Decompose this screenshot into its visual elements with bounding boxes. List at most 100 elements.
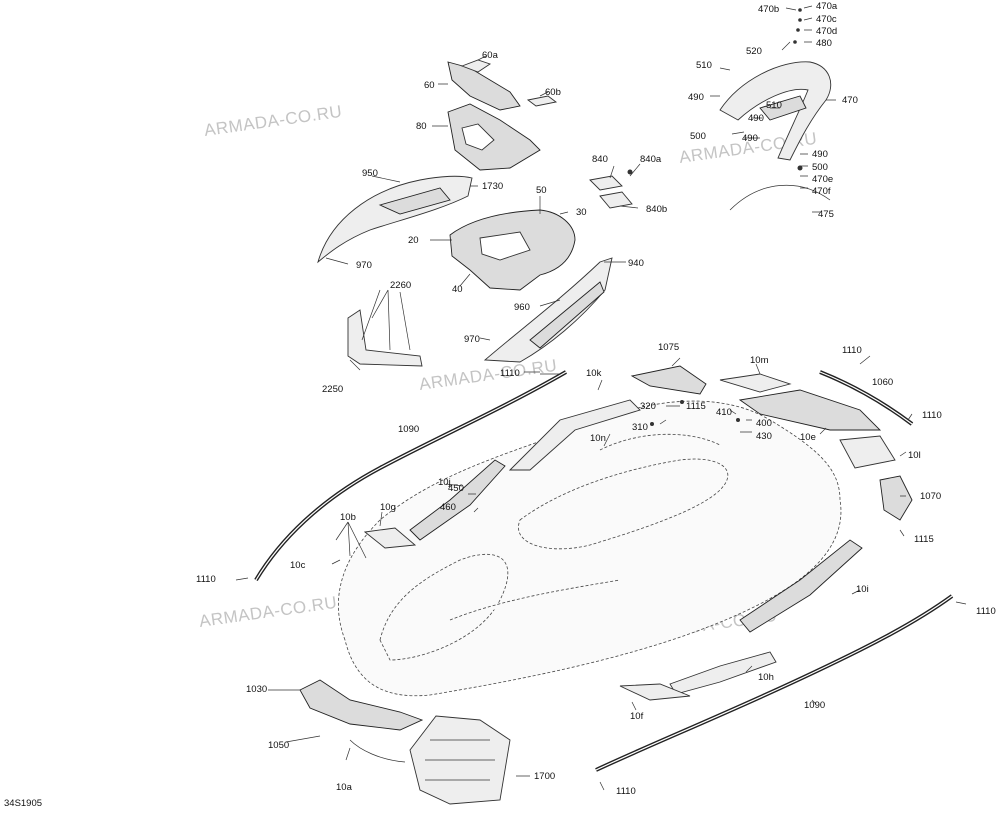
label-1110: 1110 (976, 606, 996, 617)
label-475: 475 (818, 209, 834, 220)
label-310: 310 (632, 422, 648, 433)
label-430: 430 (756, 431, 772, 442)
label-1060: 1060 (872, 377, 893, 388)
part-840 (589, 175, 623, 191)
fastener (798, 8, 802, 12)
label-2260: 2260 (390, 280, 411, 291)
center-console (449, 209, 576, 291)
label-470: 470 (842, 95, 858, 106)
fastener-310 (650, 422, 654, 426)
label-480: 480 (816, 38, 832, 49)
rail-highlight (819, 371, 913, 425)
label-510: 510 (696, 60, 712, 71)
label-10f: 10f (630, 711, 644, 722)
label-470a: 470a (816, 1, 838, 12)
label-1730: 1730 (482, 181, 503, 192)
side-panel-right-upper (483, 257, 613, 363)
rear-parts (630, 365, 913, 521)
label-470c: 470c (816, 14, 837, 25)
label-1115: 1115 (686, 401, 706, 412)
part-50-opening (479, 231, 531, 261)
part-950-detail (378, 187, 451, 215)
part-470-grip (759, 95, 807, 121)
rail-highlight (255, 371, 567, 581)
hull-deck (338, 400, 842, 697)
label-60b: 60b (545, 87, 561, 98)
label-1090: 1090 (398, 424, 419, 435)
label-1090: 1090 (804, 700, 825, 711)
label-20: 20 (408, 235, 419, 246)
label-30: 30 (576, 207, 587, 218)
part-950 (317, 175, 473, 264)
decal-10m (719, 373, 792, 393)
hull-seat-area (518, 458, 729, 550)
leader-line-set (235, 5, 967, 791)
label-10e: 10e (800, 432, 816, 443)
label-500: 500 (812, 162, 828, 173)
label-10m: 10m (750, 355, 769, 366)
front-bumper-parts (299, 679, 511, 805)
rub-rails (254, 370, 954, 772)
label-320: 320 (640, 401, 656, 412)
label-10a: 10a (336, 782, 353, 793)
part-labels: 60a 60 60b 80 950 1730 50 30 20 40 970 9… (4, 1, 996, 809)
fastener-840a (627, 169, 633, 175)
label-510: 510 (766, 100, 782, 111)
small-parts-840 (589, 169, 633, 209)
bracket-2250 (347, 309, 423, 367)
part-1700-ribs (425, 739, 495, 781)
fastener-1115 (680, 400, 684, 404)
watermark-text: ARMADA-CO.RU (198, 593, 338, 631)
decal-10k (508, 399, 641, 471)
decal-10g (363, 527, 417, 549)
decal-10i (739, 539, 863, 633)
label-500: 500 (690, 131, 706, 142)
leader-lines (235, 5, 967, 791)
part-1070 (879, 475, 913, 521)
label-970: 970 (356, 260, 372, 271)
label-1115: 1115 (914, 534, 934, 545)
label-2250: 2250 (322, 384, 343, 395)
fastener-400 (736, 418, 740, 422)
side-panel-left (317, 175, 473, 264)
label-960: 960 (514, 302, 530, 313)
part-960-trim (529, 281, 605, 349)
label-50: 50 (536, 185, 547, 196)
fastener (798, 18, 802, 22)
decal-10j (409, 459, 506, 541)
label-80: 80 (416, 121, 427, 132)
label-1050: 1050 (268, 740, 289, 751)
part-1075 (630, 365, 707, 395)
part-960 (483, 257, 613, 363)
hull-front-recess (379, 553, 509, 661)
label-10l: 10l (908, 450, 921, 461)
front-nose-parts (447, 59, 558, 171)
label-40: 40 (452, 284, 463, 295)
label-10b: 10b (340, 512, 356, 523)
label-470b: 470b (758, 4, 779, 15)
fastener (797, 165, 803, 171)
label-1110: 1110 (842, 345, 862, 356)
label-450: 450 (448, 483, 464, 494)
diagram-code: 34S1905 (4, 798, 42, 809)
label-840: 840 (592, 154, 608, 165)
label-520: 520 (746, 46, 762, 57)
label-1110: 1110 (616, 786, 636, 797)
label-490: 490 (748, 113, 764, 124)
decal-10f (619, 683, 691, 701)
label-1075: 1075 (658, 342, 679, 353)
label-1110: 1110 (922, 410, 942, 421)
label-950: 950 (362, 168, 378, 179)
label-490: 490 (812, 149, 828, 160)
label-10j: 10j (438, 477, 451, 488)
label-490: 490 (742, 133, 758, 144)
label-1110: 1110 (196, 574, 216, 585)
label-460: 460 (440, 502, 456, 513)
part-10a (349, 739, 406, 763)
label-490: 490 (688, 92, 704, 103)
part-60 (447, 61, 521, 111)
label-10k: 10k (586, 368, 602, 379)
hull-line (599, 433, 721, 451)
part-470 (719, 61, 832, 161)
